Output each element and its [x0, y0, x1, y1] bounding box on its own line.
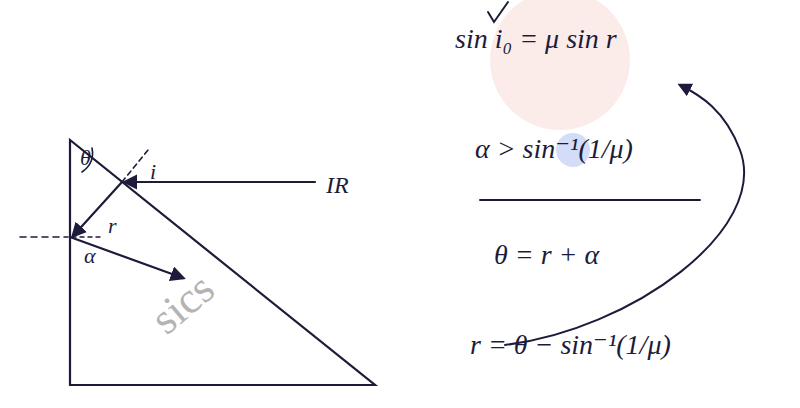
prism-outline [70, 140, 375, 385]
equation: θ = r + α [494, 240, 599, 271]
normal-line [20, 236, 68, 238]
angle-label: r [108, 214, 117, 238]
check-mark [488, 2, 508, 22]
curved-arrow [505, 85, 744, 345]
angle-label: θ [80, 146, 91, 170]
normal-line [122, 150, 148, 182]
underline [480, 199, 700, 201]
ray-label: IR [326, 172, 349, 198]
equation: α > sin⁻¹(1/μ) [475, 134, 633, 165]
equation: r = θ − sin⁻¹(1/μ) [470, 330, 671, 361]
watermark: sics [142, 264, 224, 343]
angle-label: α [84, 244, 96, 268]
logo-shape [490, 0, 630, 130]
normal-line [72, 236, 100, 237]
reflected-ray [70, 237, 183, 278]
angle-label: i [150, 160, 156, 184]
equation: sin i₀ = μ sin r [455, 24, 617, 55]
